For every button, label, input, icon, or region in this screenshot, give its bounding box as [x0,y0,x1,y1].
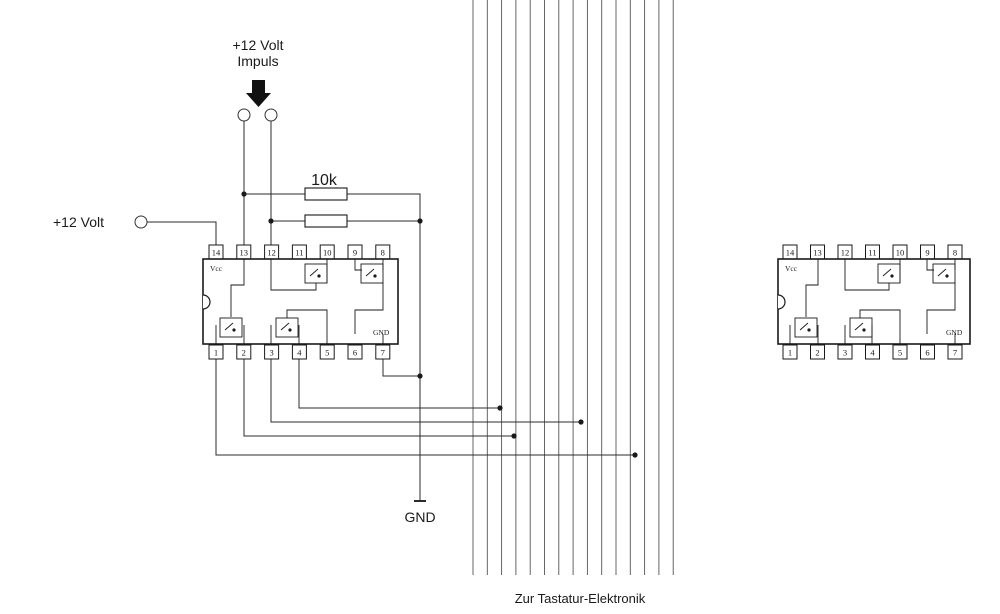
ic-switch [877,263,901,284]
junction-dot [632,452,638,458]
ic-pin-number: 12 [841,248,850,258]
ic-bottom-pins: 1 2 3 4 5 6 7 [782,344,963,360]
ic-pin-number: 10 [896,248,905,258]
ic-pin-box [236,344,252,360]
ic-pin-number: 2 [242,348,246,358]
ic-pin-box [782,344,798,360]
resistor-10k [304,187,348,201]
supply-terminal [134,215,148,229]
ic-pin-number: 3 [843,348,847,358]
ic-pin-box [920,344,935,360]
ic-switch [360,263,384,284]
resistor-label: 10k [311,172,338,189]
ic-switch [219,317,243,338]
ic-pin-number: 8 [381,248,385,258]
ground-label: GND [404,509,435,525]
ic-pin-number: 14 [786,248,795,258]
pulse-terminal-right [264,108,278,122]
ic-vcc-label: Vcc [210,264,223,273]
ic-pin-number: 5 [898,348,902,358]
junction-dot [497,405,503,411]
ic-body [777,258,971,345]
ic-switch [849,317,873,338]
ic-pin-box [375,344,391,360]
ic-pin-number: 4 [297,348,302,358]
pulse-terminal-left [237,108,251,122]
ic-switch [304,263,328,284]
ic-pin-box [347,344,363,360]
ic-top-pins: 14 13 12 11 10 9 8 [208,244,391,260]
junction-dot [417,218,423,224]
ic-pin-box [264,344,280,360]
ic-pin-number: 12 [267,248,276,258]
resistor-2 [304,214,348,228]
ic-vcc-label: Vcc [785,264,798,273]
pin2-output-wire [243,359,514,437]
pulse-label-line2: Impuls [237,53,278,69]
pulse-arrow-icon [246,80,271,107]
ic-pin-number: 6 [925,348,929,358]
ic-pin-number: 14 [212,248,221,258]
ic-pin-number: 1 [788,348,792,358]
ic-pin-number: 13 [240,248,249,258]
ic-pin-box [947,344,963,360]
ic-switch [794,317,818,338]
ic-pin-box [291,344,307,360]
ic-bottom-pins: 1 2 3 4 5 6 7 [208,344,391,360]
ic-pin-number: 3 [269,348,273,358]
ic-pin-number: 2 [815,348,819,358]
ic-switch [932,263,956,284]
pin7-wire [382,359,420,377]
ic-pin-number: 1 [214,348,218,358]
ic-pin-box [837,344,853,360]
ic-pin-number: 13 [813,248,822,258]
resistor-top-wire [244,193,421,221]
ic-pin-number: 7 [381,348,385,358]
supply-label: +12 Volt [53,214,104,230]
ic-pin-box [319,344,335,360]
ic-pin-box [865,344,880,360]
pulse-label-line1: +12 Volt [233,37,284,53]
ic-body [202,258,399,345]
wires [147,121,635,502]
junction-dot [511,433,517,439]
ic-gnd-label: GND [946,328,963,337]
keyboard-bus-lines [472,0,674,575]
junction-dot [241,191,247,197]
ic-pin-number: 9 [925,248,929,258]
ic-pin-number: 10 [323,248,332,258]
pin1-output-wire [215,359,635,456]
ic-pin-number: 11 [295,248,303,258]
supply-wire [147,221,217,245]
ic-pin-number: 6 [353,348,357,358]
ic-pin-box [810,344,825,360]
ic-pin-number: 7 [953,348,957,358]
ic-pin-number: 8 [953,248,957,258]
junctions [241,191,638,458]
ic-gnd-label: GND [373,328,390,337]
ic-pin-number: 4 [870,348,875,358]
pin3-output-wire [270,359,581,423]
ic-pin-number: 5 [325,348,329,358]
ic-pin-box [208,344,224,360]
junction-dot [268,218,274,224]
ic-switch [275,317,299,338]
junction-dot [417,373,423,379]
ic-pin-number: 11 [868,248,876,258]
junction-dot [578,419,584,425]
ic-pin-box [892,344,908,360]
ic-pin-number: 9 [353,248,357,258]
bus-caption: Zur Tastatur-Elektronik [515,591,646,606]
pin4-output-wire [298,359,500,409]
ic-top-pins: 14 13 12 11 10 9 8 [782,244,963,260]
ic-notch [202,294,211,310]
ic-notch [777,294,786,310]
